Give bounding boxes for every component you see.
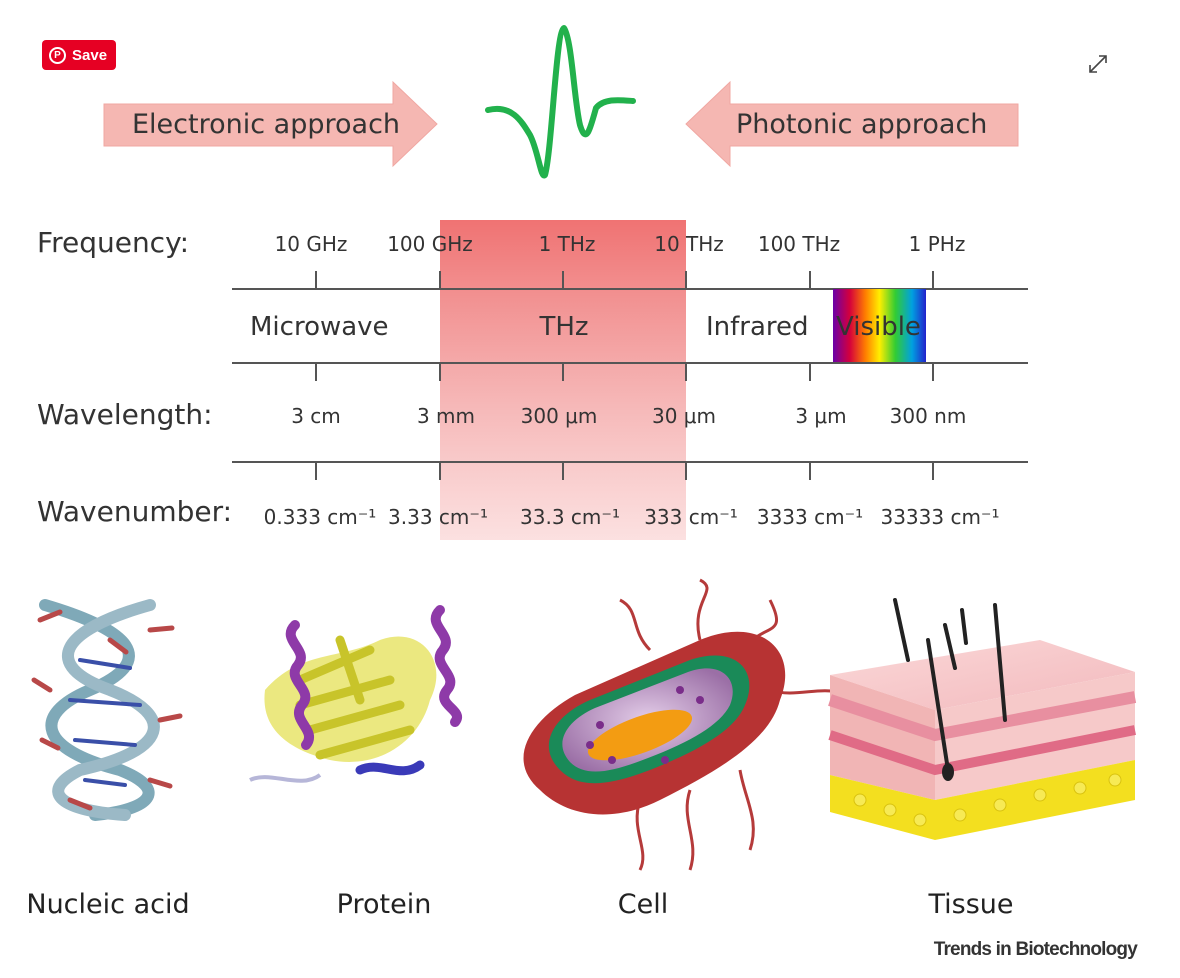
wavenumber-tick: 3333 cm⁻¹ bbox=[757, 505, 863, 529]
wavelength-tick: 300 nm bbox=[890, 404, 967, 428]
wavelength-tick: 30 μm bbox=[652, 404, 716, 428]
wavenumber-tick: 333 cm⁻¹ bbox=[644, 505, 738, 529]
wavelength-tick: 3 μm bbox=[795, 404, 846, 428]
wavelength-tick: 300 μm bbox=[521, 404, 598, 428]
wavelength-tick: 3 mm bbox=[417, 404, 475, 428]
caption-tissue: Tissue bbox=[927, 889, 1013, 920]
frequency-tick-marks bbox=[315, 271, 934, 289]
frequency-tick: 100 THz bbox=[758, 232, 840, 256]
pinterest-save-button[interactable]: P Save bbox=[42, 40, 116, 70]
expand-icon[interactable] bbox=[1086, 52, 1110, 76]
infrared-band-label: Infrared bbox=[706, 312, 809, 342]
frequency-tick: 10 THz bbox=[654, 232, 724, 256]
wavelength-tick: 3 cm bbox=[291, 404, 341, 428]
cell-illustration bbox=[523, 578, 852, 871]
electronic-arrow: Electronic approach bbox=[103, 80, 438, 168]
wavenumber-tick: 33333 cm⁻¹ bbox=[880, 505, 999, 529]
pinterest-icon: P bbox=[49, 46, 66, 64]
wavenumber-tick-marks bbox=[315, 462, 934, 480]
wavelength-label: Wavelength: bbox=[37, 398, 213, 431]
wavenumber-tick: 0.333 cm⁻¹ bbox=[264, 505, 377, 529]
journal-credit: Trends in Biotechnology bbox=[934, 939, 1139, 960]
tissue-illustration bbox=[828, 598, 1137, 840]
wavenumber-tick: 3.33 cm⁻¹ bbox=[388, 505, 488, 529]
photonic-arrow: Photonic approach bbox=[685, 80, 1019, 168]
wavenumber-tick: 33.3 cm⁻¹ bbox=[520, 505, 620, 529]
frequency-tick: 1 PHz bbox=[909, 232, 966, 256]
caption-cell: Cell bbox=[618, 889, 668, 920]
visible-band-label: Visible bbox=[836, 312, 921, 342]
photonic-approach-label: Photonic approach bbox=[736, 109, 987, 140]
frequency-tick: 1 THz bbox=[539, 232, 596, 256]
wavelength-tick-marks bbox=[315, 363, 934, 381]
visible-band bbox=[833, 289, 926, 363]
save-label: Save bbox=[72, 46, 108, 64]
protein-illustration bbox=[249, 605, 462, 783]
nucleic-acid-illustration bbox=[31, 599, 183, 821]
thz-band-label: THz bbox=[538, 312, 588, 342]
frequency-tick: 10 GHz bbox=[275, 232, 348, 256]
frequency-label: Frequency: bbox=[37, 226, 189, 259]
caption-protein: Protein bbox=[337, 889, 432, 920]
frequency-tick: 100 GHz bbox=[387, 232, 473, 256]
thz-pulse-waveform bbox=[485, 25, 636, 179]
microwave-band-label: Microwave bbox=[250, 312, 389, 342]
caption-nucleic-acid: Nucleic acid bbox=[26, 889, 189, 920]
wavenumber-label: Wavenumber: bbox=[37, 495, 232, 528]
electronic-approach-label: Electronic approach bbox=[132, 109, 400, 140]
